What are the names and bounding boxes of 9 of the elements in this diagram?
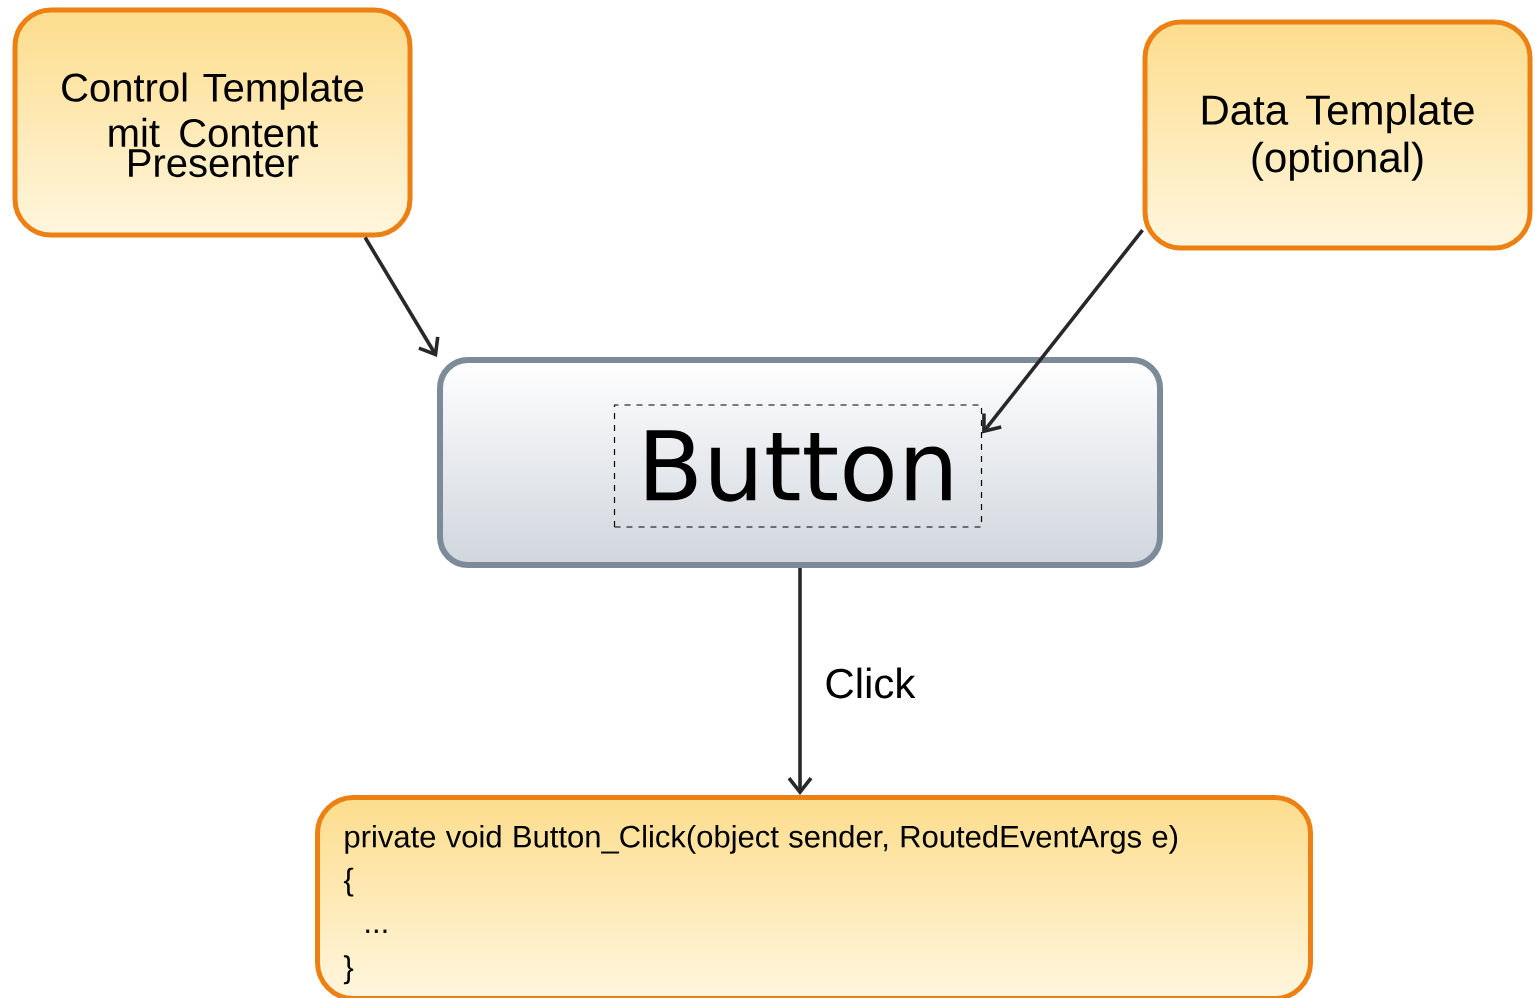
code-box: private void Button_Click(object sender, RoutedEventArgs e) { ... } [315,795,1313,998]
arrow [787,568,813,795]
arrow [363,236,440,357]
content-presenter-box: Button [613,404,983,528]
edge-label: Click [822,665,918,701]
note-box: Data Template (optional) [1142,19,1533,251]
arrow [982,229,1144,434]
note-box: Control Template mit Content Presenter [12,7,413,238]
button-drawing [437,357,1163,568]
